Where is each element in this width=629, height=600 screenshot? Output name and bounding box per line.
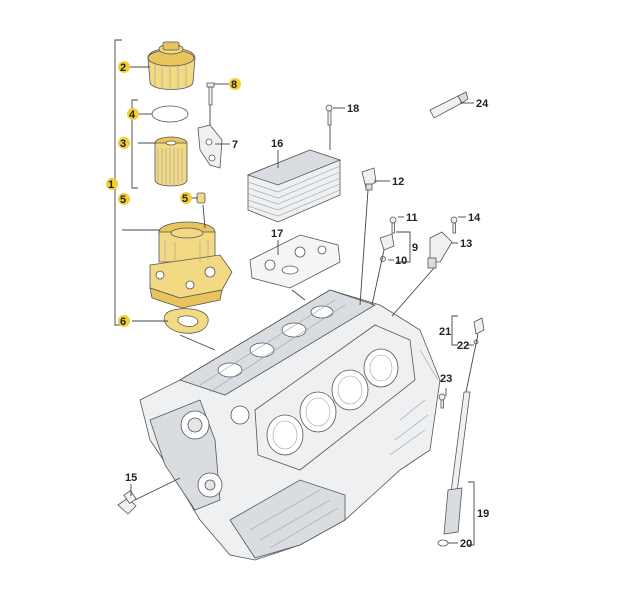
dipstick-guide-top bbox=[473, 317, 485, 345]
sensor-12 bbox=[361, 167, 377, 191]
bolt-23 bbox=[438, 393, 446, 409]
callout-1-highlight bbox=[106, 178, 118, 190]
callout-20: 20 bbox=[460, 538, 472, 550]
oil-cooler bbox=[246, 149, 342, 223]
callout-3: 3 bbox=[120, 138, 126, 150]
callout-5b: 5 bbox=[182, 193, 188, 205]
callout-18: 18 bbox=[347, 103, 359, 115]
callout-1: 1 bbox=[108, 179, 114, 191]
callout-16: 16 bbox=[271, 138, 283, 150]
callout-17: 17 bbox=[271, 228, 283, 240]
callout-11: 11 bbox=[406, 212, 418, 224]
callout-labels: 1 2 3 4 5 5 6 7 8 9 10 11 12 13 14 15 16… bbox=[106, 61, 489, 550]
bolt-8 bbox=[206, 82, 215, 106]
o-ring bbox=[151, 105, 189, 123]
housing-gasket bbox=[163, 308, 209, 334]
callout-23: 23 bbox=[440, 373, 452, 385]
callout-12: 12 bbox=[392, 176, 404, 188]
sensor-9 bbox=[379, 216, 397, 262]
bracket-7 bbox=[197, 124, 223, 169]
bolt-18 bbox=[325, 104, 333, 126]
dipstick-tube bbox=[443, 391, 471, 535]
callout-22: 22 bbox=[457, 340, 469, 352]
callout-15: 15 bbox=[125, 472, 137, 484]
callout-4-highlight bbox=[127, 108, 139, 120]
callout-10: 10 bbox=[395, 255, 407, 267]
callout-3-highlight bbox=[118, 137, 130, 149]
callout-8: 8 bbox=[231, 79, 237, 91]
oil-filter-element bbox=[154, 136, 188, 187]
oil-filter-cap bbox=[147, 41, 196, 90]
oil-cooler-gasket bbox=[249, 234, 341, 289]
callout-2: 2 bbox=[120, 62, 126, 74]
callout-6-highlight bbox=[118, 315, 130, 327]
sealant-tube bbox=[429, 95, 463, 119]
plug-15 bbox=[117, 490, 137, 515]
callout-13: 13 bbox=[460, 238, 472, 250]
callout-24: 24 bbox=[476, 98, 489, 110]
callout-19: 19 bbox=[477, 508, 489, 520]
o-ring-20 bbox=[437, 539, 449, 547]
callout-5b-highlight bbox=[180, 192, 192, 204]
engine-block bbox=[139, 289, 441, 561]
seal-small bbox=[196, 192, 206, 204]
callout-5a-highlight bbox=[118, 193, 130, 205]
callout-21: 21 bbox=[439, 326, 451, 338]
callout-2-highlight bbox=[118, 61, 130, 73]
sensor-13 bbox=[427, 216, 458, 269]
callout-8-highlight bbox=[229, 78, 241, 90]
oil-filter-housing bbox=[149, 221, 233, 309]
callout-14: 14 bbox=[468, 212, 481, 224]
cylinder-bores bbox=[266, 348, 399, 456]
callout-9: 9 bbox=[412, 242, 418, 254]
callout-6: 6 bbox=[120, 316, 126, 328]
callout-7: 7 bbox=[232, 139, 238, 151]
callout-4: 4 bbox=[129, 109, 136, 121]
callout-5a: 5 bbox=[120, 194, 126, 206]
